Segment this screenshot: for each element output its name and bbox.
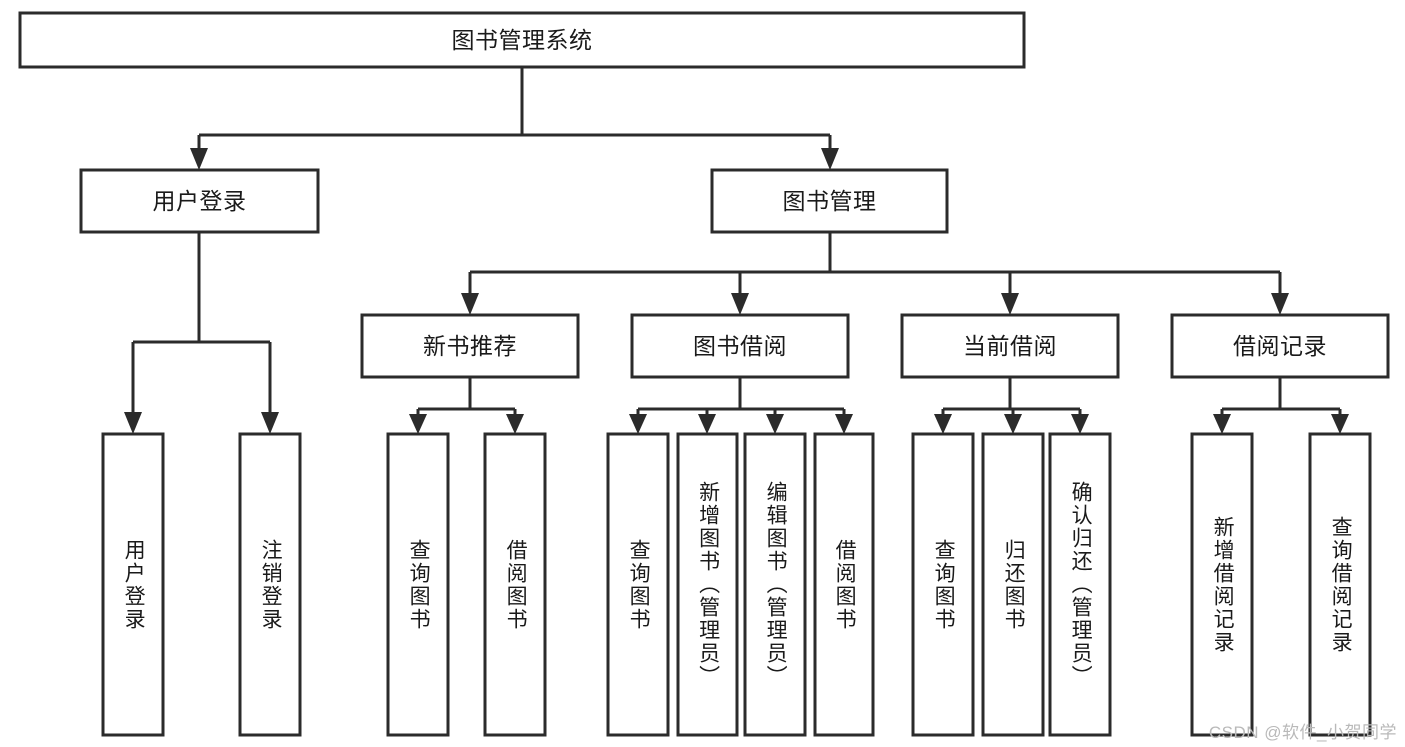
arrow-head-book-management [821, 148, 839, 170]
node-box-leaf-query-book-current[interactable] [911, 432, 975, 737]
arrow-head-borrow-record [1271, 293, 1289, 315]
connector-group-book-management [461, 232, 1289, 315]
node-box-leaf-confirm-return-admin[interactable] [1048, 432, 1112, 737]
arrow-head-user-login [190, 148, 208, 170]
connector-group-new-book-recommend [409, 377, 524, 434]
arrow-head-leaf-add-borrow-record [1213, 414, 1231, 434]
arrow-head-book-borrow [731, 293, 749, 315]
arrow-head-leaf-edit-book-admin [766, 414, 784, 434]
node-box-current-borrow[interactable] [900, 313, 1120, 379]
node-box-leaf-logout[interactable] [238, 432, 302, 737]
node-box-book-management[interactable] [710, 168, 949, 234]
node-box-leaf-query-book-borrow[interactable] [606, 432, 670, 737]
node-box-leaf-return-book[interactable] [981, 432, 1045, 737]
node-box-user-login[interactable] [79, 168, 320, 234]
arrow-head-leaf-logout [261, 412, 279, 434]
node-box-root[interactable] [18, 11, 1026, 69]
node-box-leaf-query-book-recommend[interactable] [386, 432, 450, 737]
arrow-head-leaf-query-borrow-record [1331, 414, 1349, 434]
node-box-new-book-recommend[interactable] [360, 313, 580, 379]
arrow-head-leaf-user-login [124, 412, 142, 434]
connector-group-book-borrow [629, 377, 853, 434]
node-box-leaf-add-book-admin[interactable] [676, 432, 739, 737]
node-box-leaf-add-borrow-record[interactable] [1190, 432, 1254, 737]
watermark-text: CSDN @软件_小贺同学 [1208, 723, 1397, 742]
node-box-leaf-edit-book-admin[interactable] [743, 432, 807, 737]
node-box-borrow-record[interactable] [1170, 313, 1390, 379]
arrow-head-leaf-borrow-book-recommend [506, 414, 524, 434]
node-box-leaf-user-login[interactable] [101, 432, 165, 737]
arrow-head-leaf-add-book-admin [698, 414, 716, 434]
arrow-head-current-borrow [1001, 293, 1019, 315]
node-box-leaf-borrow-book[interactable] [813, 432, 875, 737]
arrow-head-leaf-query-book-recommend [409, 414, 427, 434]
connector-group-current-borrow [934, 377, 1089, 434]
node-box-book-borrow[interactable] [630, 313, 850, 379]
arrow-head-leaf-query-book-current [934, 414, 952, 434]
arrow-head-leaf-borrow-book [835, 414, 853, 434]
arrow-head-leaf-return-book [1004, 414, 1022, 434]
connector-group-user-login [124, 232, 279, 434]
arrow-head-leaf-confirm-return-admin [1071, 414, 1089, 434]
node-box-leaf-query-borrow-record[interactable] [1308, 432, 1372, 737]
connector-group-borrow-record [1213, 377, 1349, 434]
connector-group-root [190, 67, 839, 170]
node-box-leaf-borrow-book-recommend[interactable] [483, 432, 547, 737]
arrow-head-leaf-query-book-borrow [629, 414, 647, 434]
arrow-head-new-book-recommend [461, 293, 479, 315]
